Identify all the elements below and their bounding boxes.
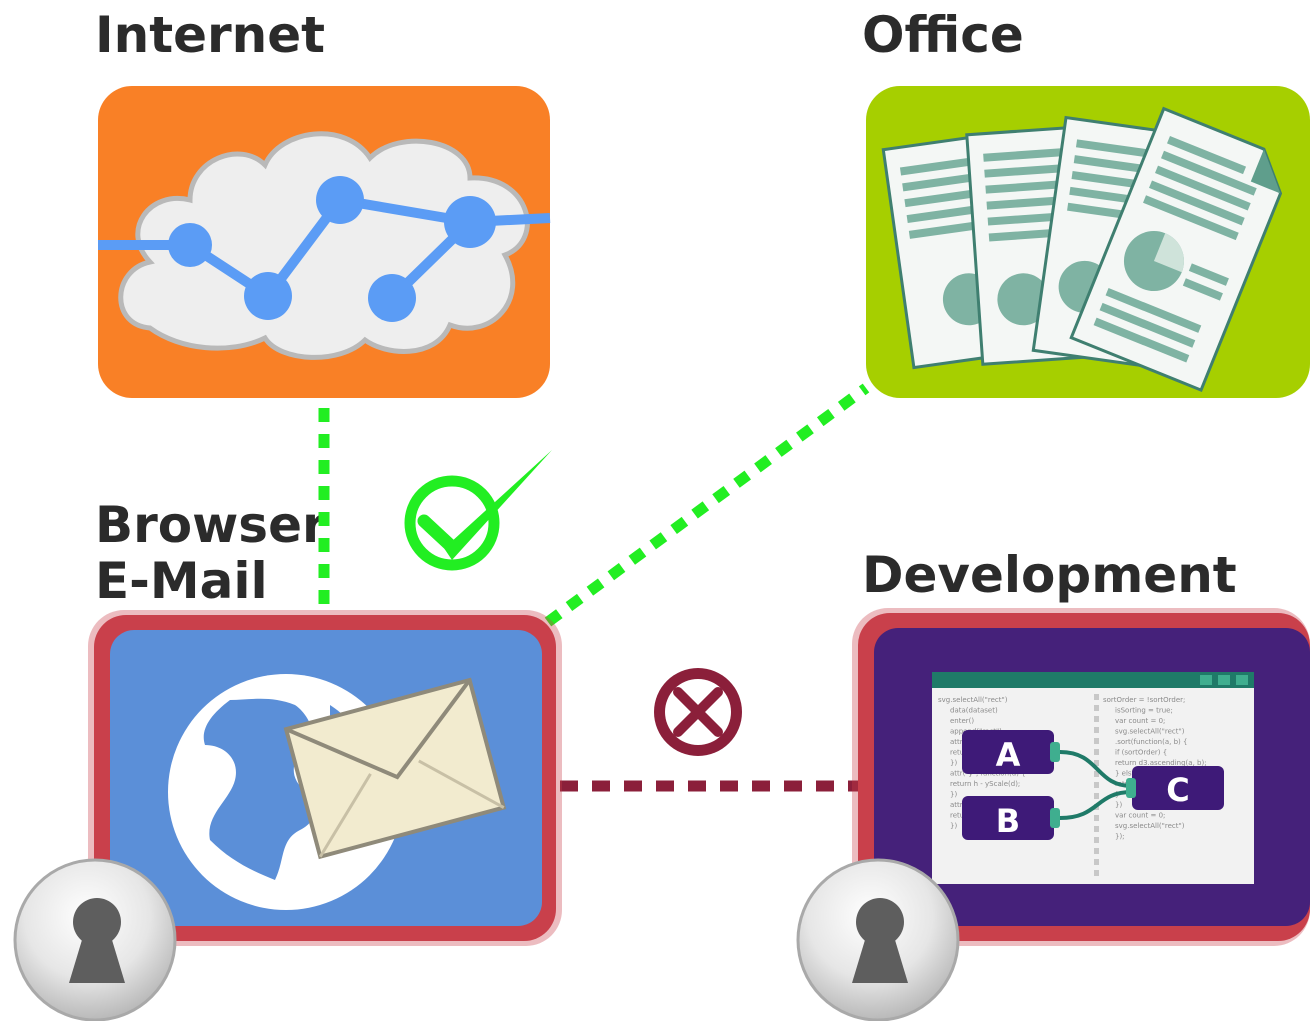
node-c: C [1126,766,1224,810]
office-label: Office [862,6,1024,64]
node-c-label: C [1166,771,1189,809]
gutter-mark [1094,705,1099,711]
gutter-mark [1094,870,1099,876]
gutter-mark [1094,694,1099,700]
cloud-network-icon [98,131,551,360]
gutter-mark [1094,727,1099,733]
code-gutter [1094,694,1099,876]
code-line: .sort(function(a, b) { [1115,738,1187,746]
gutter-mark [1094,826,1099,832]
check-circle-icon [404,450,552,571]
code-line: return d3.ascending(a, b); [1115,759,1207,767]
gutter-mark [1094,815,1099,821]
browser-email-tile [88,610,562,946]
keyhole-icon [852,898,908,983]
code-line: svg.selectAll("rect") [1115,822,1185,830]
gutter-mark [1094,771,1099,777]
node-a: A [962,730,1060,774]
code-line: var count = 0; [1115,717,1165,725]
code-line: return h - yScale(d); [950,780,1020,788]
office-browser-link [544,383,870,627]
browser-lock-badge [13,858,177,1021]
gutter-mark [1094,793,1099,799]
internet-label: Internet [95,6,325,64]
envelope-icon [283,677,507,860]
gutter-mark [1094,848,1099,854]
code-editor-titlebar [932,672,1254,688]
code-line: }) [950,791,957,799]
code-line: sortOrder = !sortOrder; [1103,696,1185,704]
gutter-mark [1094,859,1099,865]
gutter-mark [1094,738,1099,744]
email-label: E-Mail [95,552,268,610]
code-line: isSorting = true; [1115,707,1173,715]
development-tile: svg.selectAll("rect") data(dataset) enter(… [852,608,1310,946]
office-tile [866,86,1310,398]
code-line: }) [950,759,957,767]
browser-label: Browser [95,496,327,554]
code-line: }) [950,822,957,830]
gutter-mark [1094,749,1099,755]
node-b-label: B [996,802,1020,840]
code-line: svg.selectAll("rect") [938,696,1008,704]
code-line: if (sortOrder) { [1115,749,1167,757]
documents-icon [881,106,1283,393]
keyhole-icon [69,898,125,983]
gutter-mark [1094,760,1099,766]
code-line: var count = 0; [1115,812,1165,820]
gutter-mark [1094,716,1099,722]
code-line: data(dataset) [950,707,998,715]
cross-circle-icon [654,668,742,756]
gutter-mark [1094,782,1099,788]
development-label: Development [862,546,1237,604]
code-line: } else { [1115,770,1143,778]
node-a-label: A [996,736,1021,774]
gutter-mark [1094,837,1099,843]
code-line: svg.selectAll("rect") [1115,728,1185,736]
node-b: B [962,796,1060,840]
code-line: }); [1115,833,1125,841]
code-editor-window: svg.selectAll("rect") data(dataset) enter(… [932,672,1254,884]
code-line: }) [1115,801,1122,809]
code-line: enter() [950,717,974,725]
development-lock-badge [796,858,960,1021]
internet-tile [98,86,551,398]
